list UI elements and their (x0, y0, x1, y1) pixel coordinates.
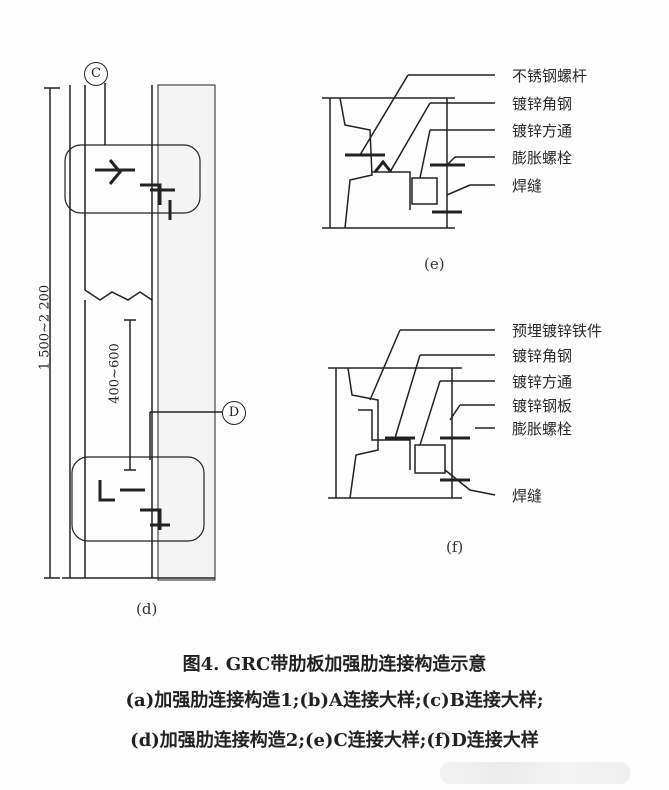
label-f-5: 膨胀螺栓 (512, 420, 573, 438)
label-e: (e) (424, 255, 445, 273)
dimension-inner: 400~600 (107, 343, 123, 404)
label-e-4: 膨胀螺栓 (512, 149, 573, 167)
label-f-2: 镀锌角钢 (512, 347, 573, 365)
detail-f-drawing (328, 329, 496, 499)
label-d: (d) (136, 600, 158, 618)
callout-c: C (84, 62, 108, 86)
label-e-3: 镀锌方通 (512, 122, 573, 140)
detail-d-drawing (44, 83, 222, 581)
dimension-total: 1 500~2 200 (37, 284, 53, 371)
detail-e-drawing (322, 74, 495, 229)
label-e-5: 焊缝 (512, 177, 543, 195)
label-e-1: 不锈钢螺杆 (512, 67, 588, 85)
label-f: (f) (446, 538, 464, 556)
label-f-1: 预埋镀锌铁件 (512, 322, 603, 340)
blurred-watermark (440, 762, 630, 784)
label-e-2: 镀锌角钢 (512, 95, 573, 113)
label-f-6: 焊缝 (512, 487, 543, 505)
callout-d: D (222, 401, 246, 425)
caption-title: 图4. GRC带肋板加强肋连接构造示意 (182, 654, 487, 675)
caption-line-1: (a)加强肋连接构造1;(b)A连接大样;(c)B连接大样; (125, 690, 544, 711)
caption-line-2: (d)加强肋连接构造2;(e)C连接大样;(f)D连接大样 (130, 730, 539, 751)
label-f-3: 镀锌方通 (512, 373, 573, 391)
label-f-4: 镀锌钢板 (512, 397, 573, 415)
